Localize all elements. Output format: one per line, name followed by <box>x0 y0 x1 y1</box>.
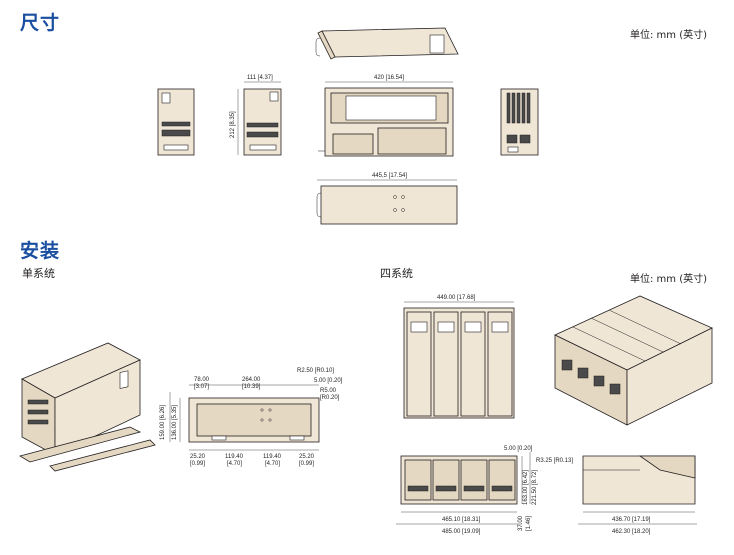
dim-5-top: 5.00 [0.20] <box>504 446 533 452</box>
installation-title: 安装 <box>20 240 61 262</box>
dim-119-b: 119.40 <box>263 454 282 460</box>
dim-445: 445,5 [17.54] <box>372 173 407 179</box>
unit-label-bottom: 单位: mm (英寸) <box>630 274 708 285</box>
dim-r325: R3.25 [R0.13] <box>536 458 573 464</box>
four-system-rear <box>396 452 531 525</box>
dim-r500: R5.00 <box>320 388 337 394</box>
dimensions-title: 尺寸 <box>20 12 61 34</box>
rear-view <box>500 88 539 156</box>
front-view-dimensioned <box>237 81 282 156</box>
single-system-topview <box>169 384 320 451</box>
four-system-front <box>403 301 515 419</box>
dim-37: 37.00 <box>518 515 524 531</box>
dim-221: 221.50 [8.72] <box>532 470 538 505</box>
dim-25-left-in: [0.99] <box>190 461 205 467</box>
side-view <box>318 81 454 157</box>
dim-78: 78.00 <box>194 377 210 383</box>
single-system-iso <box>18 342 156 472</box>
dim-111: 111 [4.37] <box>247 75 273 81</box>
dim-25-right-in: [0.99] <box>299 461 314 467</box>
single-system-label: 单系统 <box>22 267 55 280</box>
dim-264-in: [10.39] <box>242 384 261 390</box>
dim-420: 420 [16.54] <box>374 75 404 81</box>
unit-label-top: 单位: mm (英寸) <box>630 30 708 41</box>
dim-462: 462.30 [18.20] <box>612 529 651 535</box>
dim-212: 212 [8.35] <box>230 111 236 138</box>
dim-449: 449.00 [17.68] <box>437 295 476 301</box>
front-view-small <box>157 88 195 156</box>
dim-485: 485.00 [19.09] <box>442 529 481 535</box>
dim-136: 136.00 [5.35] <box>172 405 178 440</box>
dim-436: 436.70 [17.19] <box>612 517 651 523</box>
dim-25-right: 25.20 <box>299 454 315 460</box>
dim-5-0: 5.00 [0.20] <box>314 378 343 384</box>
dim-25-left: 25.20 <box>190 454 206 460</box>
dim-119-b-in: [4.70] <box>265 461 280 467</box>
bottom-view <box>316 179 458 225</box>
chassis-iso-top <box>315 27 459 60</box>
four-system-label: 四系统 <box>380 267 413 280</box>
four-system-side <box>578 455 697 525</box>
dim-119-a-in: [4.70] <box>227 461 242 467</box>
dim-465: 465.10 [18.31] <box>442 517 481 523</box>
dim-159: 159.00 [6.26] <box>160 405 166 440</box>
dim-78-in: [3.07] <box>194 384 209 390</box>
dim-119-a: 119.40 <box>225 454 244 460</box>
dim-163: 163.00 [6.42] <box>523 470 529 505</box>
dim-264: 264.00 <box>242 377 261 383</box>
dim-r250: R2.50 [R0.10] <box>297 368 334 374</box>
dim-r500-in: [R0.20] <box>320 395 340 401</box>
four-system-iso <box>554 295 713 426</box>
dim-37-in: [1.46] <box>526 516 532 531</box>
